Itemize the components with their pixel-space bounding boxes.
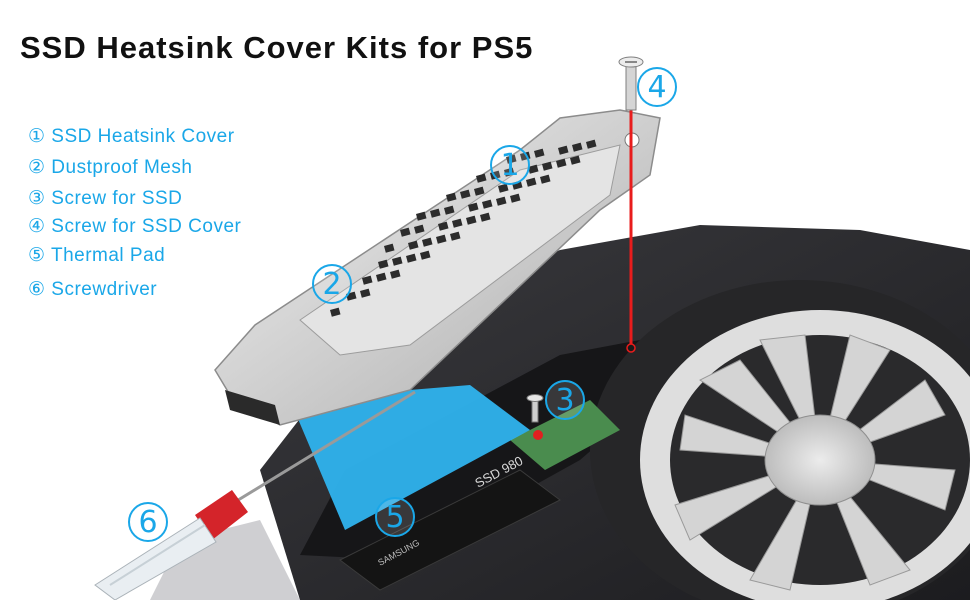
mesh-hole: [436, 234, 447, 244]
ssd-screw: [526, 394, 544, 440]
mesh-hole: [534, 148, 545, 158]
part-item-screwdriver: ⑥ Screwdriver: [28, 279, 158, 300]
mesh-hole: [540, 174, 551, 184]
mesh-hole: [406, 253, 417, 263]
screwdriver: [94, 390, 416, 600]
mesh-hole: [525, 177, 537, 187]
mesh-hole: [496, 196, 507, 206]
mesh-hole: [400, 227, 411, 237]
mesh-hole: [416, 211, 427, 221]
callout-4-cover-screw: 4: [637, 67, 677, 107]
mesh-hole: [465, 215, 477, 225]
thermal-pad: [290, 385, 530, 530]
mesh-hole: [414, 224, 425, 234]
mesh-hole: [422, 237, 433, 247]
callout-3-ssd-screw: 3: [545, 380, 585, 420]
part-item-thermal-pad: ⑤ Thermal Pad: [28, 245, 166, 266]
part-item-heatsink-cover: ① SSD Heatsink Cover: [28, 126, 235, 147]
part-item-screw-cover: ④ Screw for SSD Cover: [28, 216, 242, 237]
mesh-hole: [446, 192, 457, 202]
mesh-hole: [480, 212, 491, 222]
mesh-hole: [362, 275, 373, 285]
mesh-hole: [390, 269, 401, 279]
mesh-hole: [585, 139, 597, 149]
mesh-hole: [451, 218, 463, 228]
cooling-fan: [590, 280, 970, 600]
mesh-hole: [450, 231, 461, 241]
mesh-hole: [542, 161, 553, 171]
mesh-hole: [360, 288, 371, 298]
mesh-hole: [377, 259, 389, 269]
mesh-hole: [475, 173, 487, 183]
part-item-screw-ssd: ③ Screw for SSD: [28, 188, 183, 209]
mesh-hole: [438, 221, 449, 231]
mesh-hole: [482, 199, 493, 209]
mesh-hole: [556, 158, 567, 168]
callout-6-screwdriver: 6: [128, 502, 168, 542]
mesh-hole: [474, 186, 485, 196]
mesh-hole: [329, 307, 341, 317]
mesh-hole: [430, 208, 441, 218]
mesh-hole: [444, 205, 455, 215]
mesh-hole: [498, 183, 509, 193]
ssd-module: [339, 469, 561, 591]
mesh-hole: [392, 256, 403, 266]
mesh-hole: [528, 164, 539, 174]
mesh-hole: [407, 240, 419, 250]
mesh-hole: [510, 193, 521, 203]
mesh-hole: [558, 145, 569, 155]
callout-5-thermal-pad: 5: [375, 497, 415, 537]
mesh-hole: [420, 250, 431, 260]
callout-2-dustproof-mesh: 2: [312, 264, 352, 304]
part-item-dustproof-mesh: ② Dustproof Mesh: [28, 157, 193, 178]
cover-screw: [618, 56, 644, 111]
mesh-hole: [376, 272, 387, 282]
mesh-hole: [383, 243, 395, 253]
callout-1-heatsink-cover: 1: [490, 145, 530, 185]
ssd-pcb: [510, 400, 620, 470]
mesh-hole: [572, 142, 583, 152]
mesh-hole: [468, 202, 479, 212]
mesh-hole: [569, 155, 581, 165]
page-title: SSD Heatsink Cover Kits for PS5: [20, 30, 534, 65]
mesh-hole: [460, 189, 471, 199]
